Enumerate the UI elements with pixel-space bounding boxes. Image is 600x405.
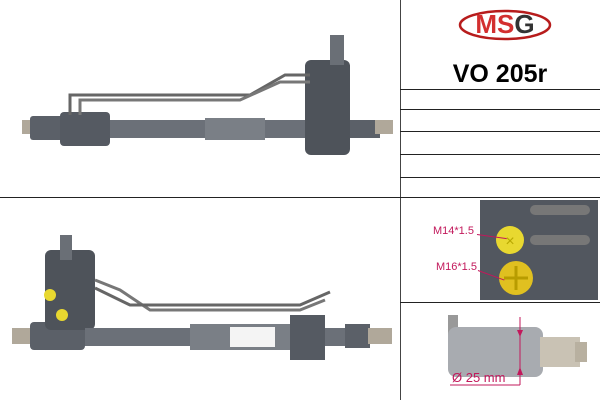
row-divider-detail <box>400 302 600 303</box>
spec-row-line <box>400 154 600 155</box>
spec-row-line <box>400 89 600 90</box>
thread-label-m14: M14*1.5 <box>433 225 474 237</box>
msg-logo: MSG <box>455 8 555 42</box>
thread-label-m16: M16*1.5 <box>436 261 477 273</box>
spec-row-line <box>400 109 600 110</box>
shaft-diameter-label: Ø 25 mm <box>452 370 506 385</box>
product-code: VO 205r <box>452 60 548 88</box>
steering-rack-top-image <box>0 20 400 195</box>
spec-row-line <box>400 131 600 132</box>
port-detail-image: × <box>480 200 598 305</box>
svg-text:MSG: MSG <box>475 9 534 39</box>
svg-text:×: × <box>505 233 514 250</box>
column-divider <box>400 0 401 400</box>
steering-rack-bottom-image <box>0 230 400 405</box>
shaft-detail-image <box>440 305 600 405</box>
row-divider-main <box>0 197 600 198</box>
spec-row-line <box>400 177 600 178</box>
